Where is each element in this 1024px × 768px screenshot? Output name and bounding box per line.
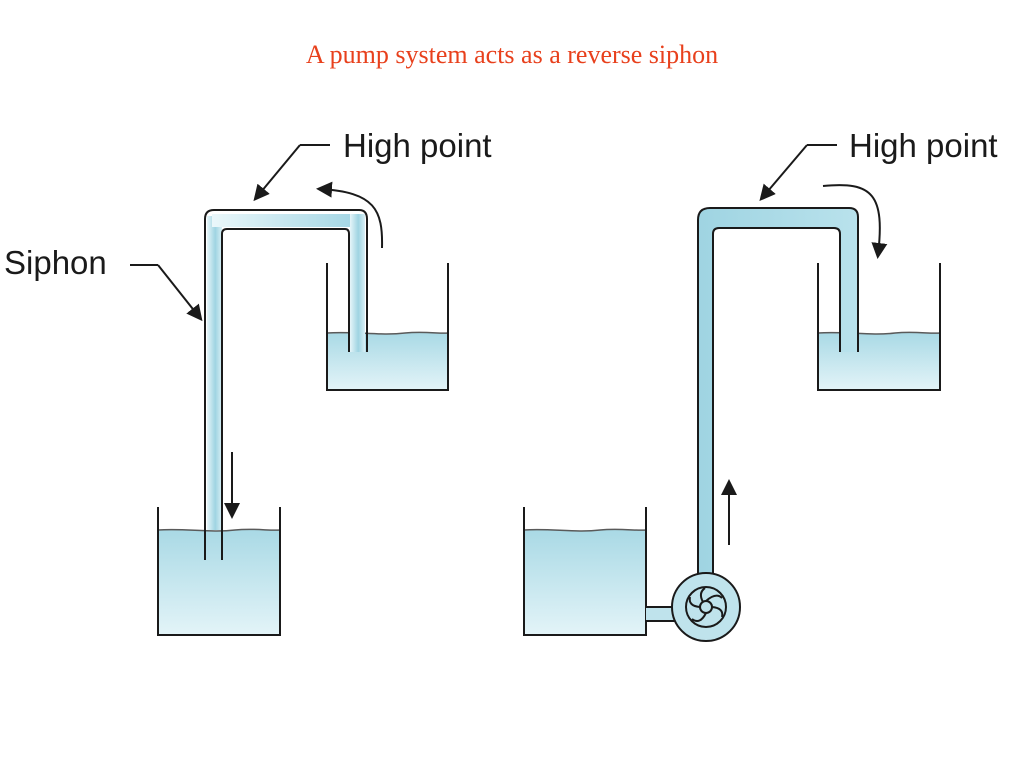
siphon-system: High point Siphon [4, 127, 492, 636]
impeller-icon [685, 586, 727, 628]
siphon-label: Siphon [4, 244, 107, 281]
siphon-arrow [157, 264, 203, 322]
discharge-pipe [697, 207, 859, 582]
lower-tank-right [523, 507, 647, 636]
flow-arrow-up-over [316, 181, 384, 249]
upper-tank-right [817, 263, 941, 391]
pump-system: High point [523, 127, 998, 642]
high-point-arrow-left [253, 144, 301, 202]
upper-tank-left [326, 263, 449, 391]
centrifugal-pump [671, 572, 741, 642]
flow-arrow-down-into-tank [822, 184, 888, 259]
lower-tank-left [157, 507, 281, 636]
siphon-pipe [204, 209, 368, 560]
slide-title: A pump system acts as a reverse siphon [305, 40, 719, 69]
high-point-label-right: High point [849, 127, 998, 164]
high-point-label-left: High point [343, 127, 492, 164]
high-point-arrow-right [759, 144, 808, 202]
